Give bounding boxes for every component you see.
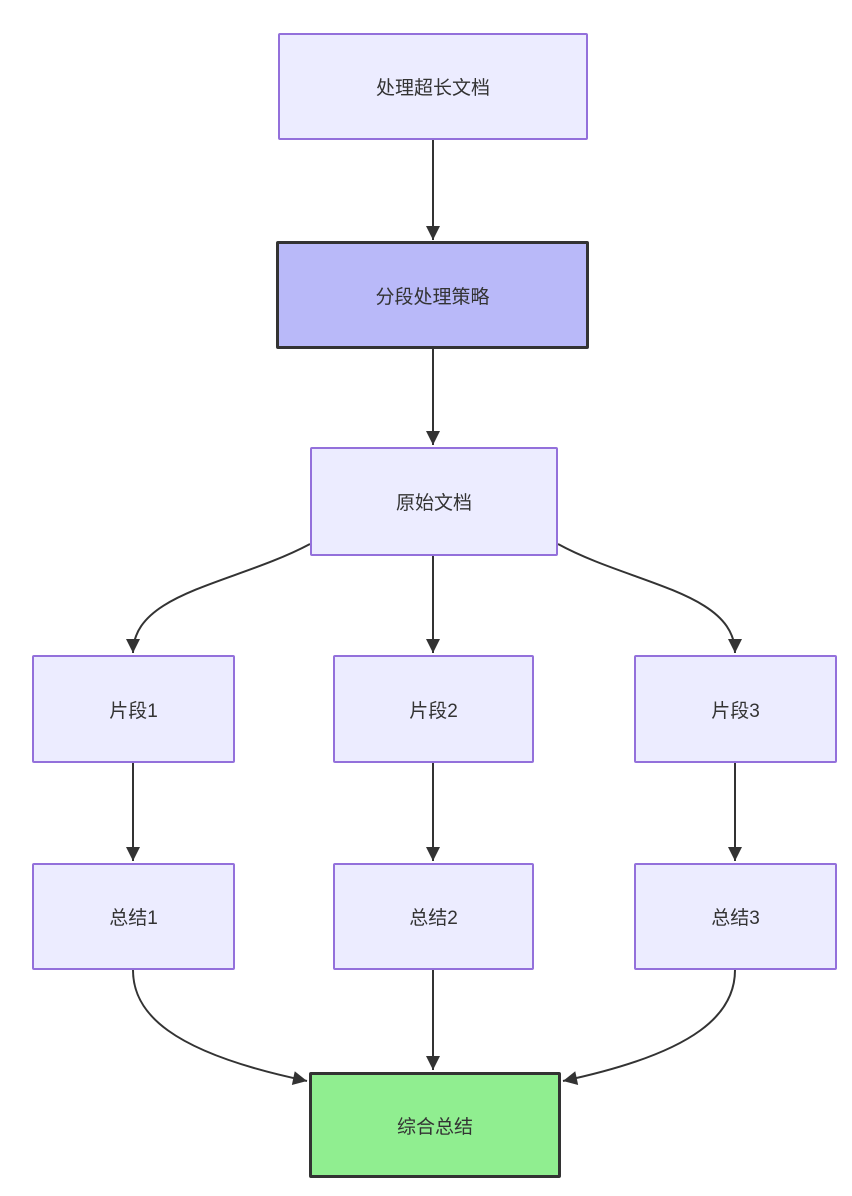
node-summary-2: 总结2 (333, 863, 534, 970)
node-label: 总结3 (711, 908, 760, 929)
node-summary-3: 总结3 (634, 863, 837, 970)
node-label: 片段2 (409, 700, 458, 722)
node-label: 处理超长文档 (375, 78, 490, 99)
node-label: 综合总结 (396, 1116, 473, 1138)
node-fragment-1: 片段1 (32, 655, 235, 763)
edge-c-d1 (126, 543, 311, 654)
node-summary-1: 总结1 (32, 863, 235, 970)
node-process-long-document: 处理超长文档 (278, 33, 588, 140)
node-label: 总结1 (109, 908, 158, 929)
node-label: 片段1 (109, 700, 158, 722)
node-label: 片段3 (711, 700, 760, 722)
node-original-document: 原始文档 (310, 447, 558, 556)
node-label: 总结2 (409, 908, 458, 929)
node-label: 原始文档 (395, 493, 472, 514)
edge-e1-f (132, 969, 308, 1085)
node-segmented-processing-strategy: 分段处理策略 (276, 241, 589, 349)
edge-c-d3 (557, 543, 742, 654)
edge-e3-f (562, 969, 736, 1085)
node-fragment-3: 片段3 (634, 655, 837, 763)
node-comprehensive-summary: 综合总结 (309, 1072, 561, 1178)
node-label: 分段处理策略 (375, 286, 490, 308)
node-fragment-2: 片段2 (333, 655, 534, 763)
